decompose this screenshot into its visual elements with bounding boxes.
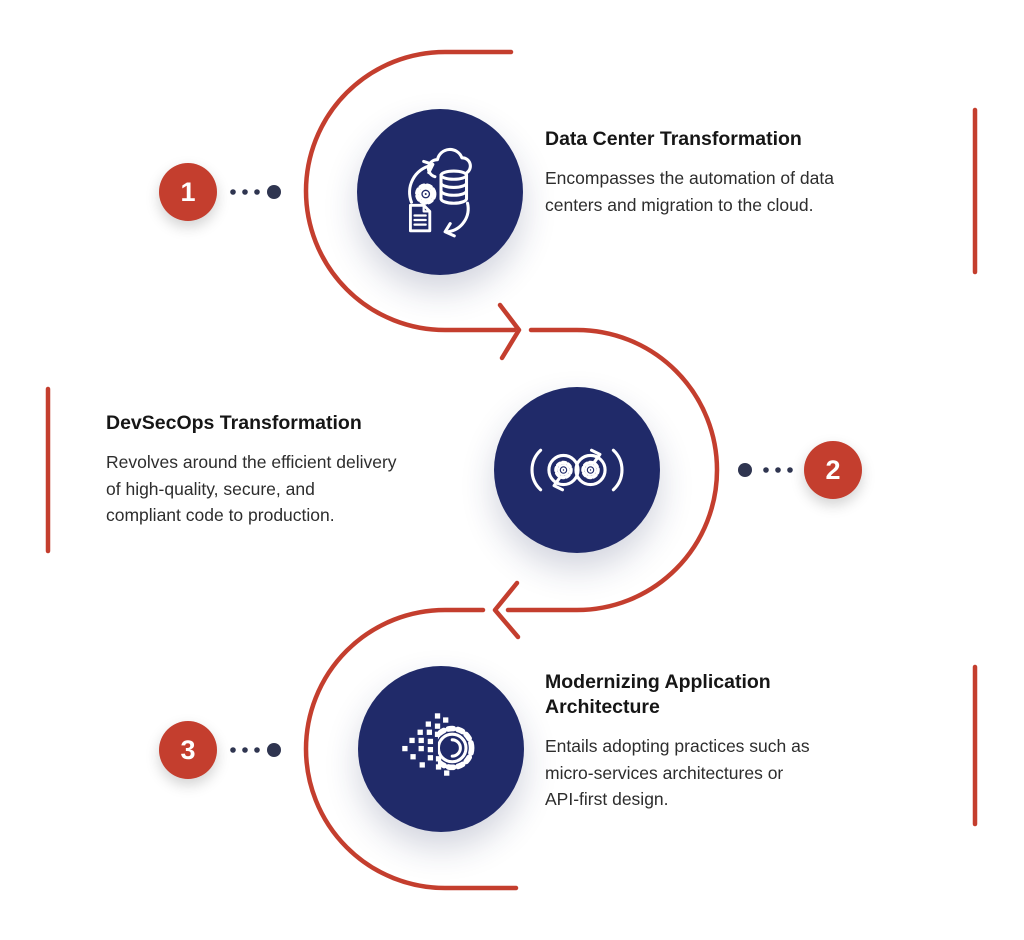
step-text-block-1: Data Center Transformation Encompasses t… xyxy=(545,127,965,218)
cloud-database-migration-icon xyxy=(408,147,472,238)
step-number-badge-2: 2 xyxy=(804,441,862,499)
step-description-1: Encompasses the automation of data cente… xyxy=(545,168,834,215)
step-icon-circle-2 xyxy=(494,387,660,553)
step-number-1: 1 xyxy=(180,176,196,207)
step-title-2: DevSecOps Transformation xyxy=(106,412,362,434)
step-number-badge-3: 3 xyxy=(159,721,217,779)
step-text-block-3: Modernizing Application Architecture Ent… xyxy=(545,670,945,813)
connector-dots-step1 xyxy=(230,185,281,199)
step-title-3: Modernizing Application Architecture xyxy=(545,671,771,718)
step-icon-circle-1 xyxy=(357,109,523,275)
step-description-3: Entails adopting practices such as micro… xyxy=(545,736,810,809)
step-description-2: Revolves around the efficient delivery o… xyxy=(106,452,397,525)
step-number-3: 3 xyxy=(180,734,196,765)
step-number-2: 2 xyxy=(825,454,841,485)
step-text-block-2: DevSecOps Transformation Revolves around… xyxy=(106,411,466,529)
arrow-right-icon xyxy=(497,302,522,361)
step-icon-circle-3 xyxy=(358,666,524,832)
step-number-badge-1: 1 xyxy=(159,163,217,221)
pixelated-gear-icon xyxy=(402,713,475,776)
connector-dots-step3 xyxy=(230,743,281,757)
step-title-1: Data Center Transformation xyxy=(545,128,802,150)
connector-dots-step2 xyxy=(738,463,793,477)
arrow-left-icon xyxy=(492,580,521,640)
devops-infinity-gears-icon xyxy=(530,448,624,492)
